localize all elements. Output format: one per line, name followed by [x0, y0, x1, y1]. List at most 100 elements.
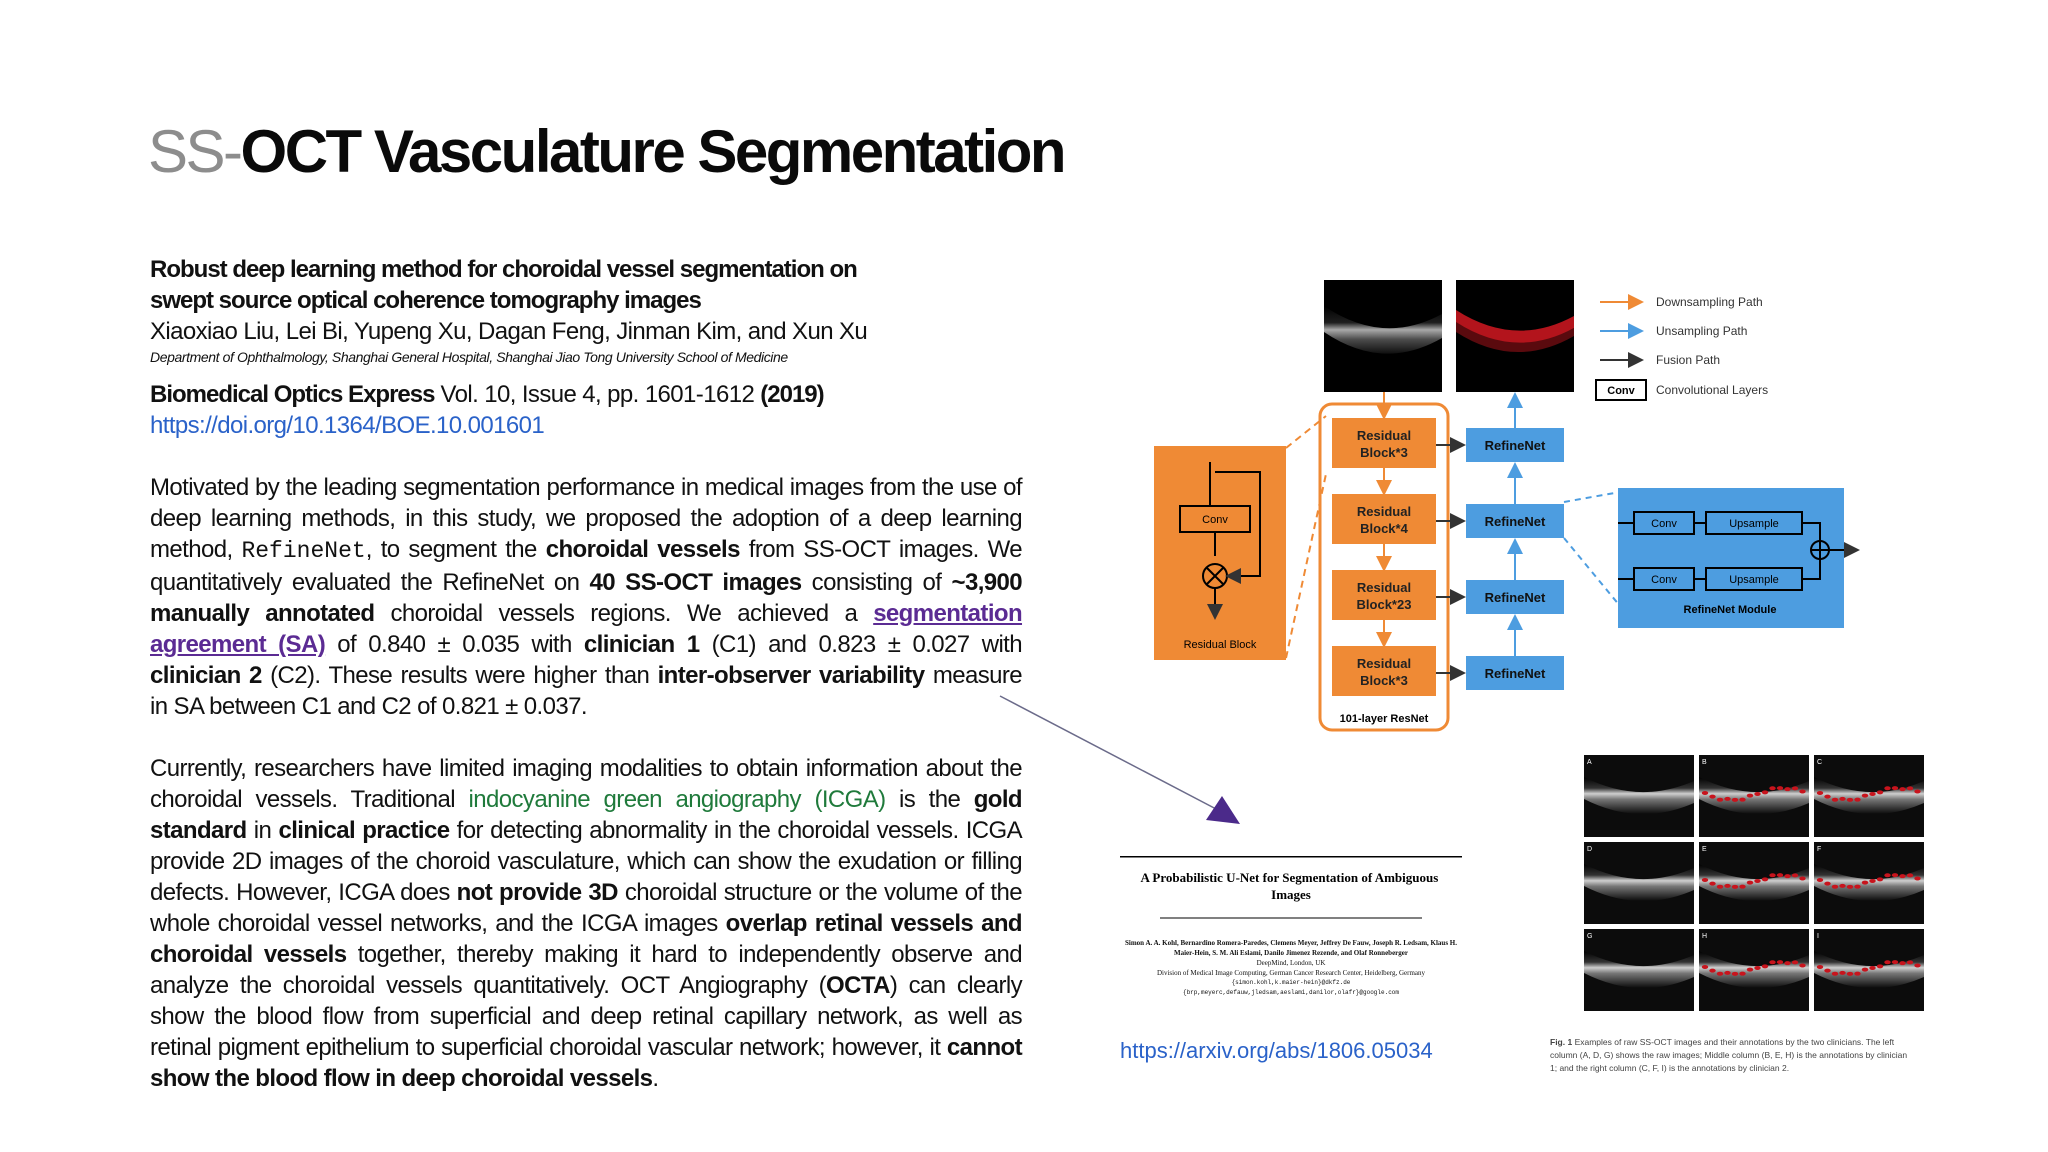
text-run: together, thereby making it hard to inde… — [150, 941, 1023, 999]
embedded-email-2: {brp,meyerc,defauw,jledsam,aeslami,danil… — [1182, 989, 1400, 996]
probabilistic-unet-paper-header: A Probabilistic U-Net for Segmentation o… — [1120, 856, 1462, 996]
refinenet-code: RefineNet — [241, 538, 366, 564]
bold-run: not provide 3D — [456, 879, 619, 906]
refinenet-1: RefineNet — [1485, 438, 1546, 453]
text-run: from SS-OCT images. We quantitatively ev… — [150, 536, 1023, 596]
refinenet-4: RefineNet — [1485, 666, 1546, 681]
text-run: Currently, researchers have limited imag… — [150, 755, 1023, 813]
embedded-authors: Simon A. A. Kohl, Bernardino Romera-Pare… — [1125, 939, 1457, 957]
embedded-paper-title: A Probabilistic U-Net for Segmentation o… — [1140, 870, 1441, 902]
text-run: choroidal vessels regions. We achieved a — [374, 600, 874, 627]
module-upsample-2: Upsample — [1729, 574, 1779, 586]
paper-affiliation: Department of Ophthalmology, Shanghai Ge… — [150, 349, 788, 365]
block-1: Residual — [1357, 428, 1411, 443]
text-run: consisting of — [801, 569, 952, 596]
module-upsample-1: Upsample — [1729, 518, 1779, 530]
legend-up: Unsampling Path — [1656, 324, 1747, 338]
text-run: for detecting abnormality in the choroid… — [150, 817, 1023, 906]
refinenet-2: RefineNet — [1485, 514, 1546, 529]
block-3: Residual — [1357, 580, 1411, 595]
residual-block-label: Residual Block — [1184, 639, 1257, 651]
output-segmentation-image — [1456, 280, 1574, 392]
figure-caption: Fig. 1 Examples of raw SS-OCT images and… — [1550, 1036, 1908, 1075]
bold-run: clinical practice — [278, 817, 450, 844]
text-run: . — [652, 1065, 659, 1092]
sa-link[interactable]: segmentation agreement (SA) — [150, 600, 1023, 658]
journal-name: Biomedical Optics Express — [150, 381, 435, 408]
refinenet-module: Conv Upsample Conv Upsample RefineNet Mo… — [1618, 488, 1860, 628]
bold-run: ~3,900 manually annotated — [150, 569, 1023, 627]
grid-cell: A — [1584, 755, 1694, 837]
bold-run: OCTA — [826, 972, 890, 999]
paragraph-2: Currently, researchers have limited imag… — [150, 753, 1023, 1094]
embedded-paper-title-line2: Images — [1271, 887, 1311, 902]
left-column: Robust deep learning method for choroida… — [150, 254, 1023, 1094]
text-run: of 0.840 ± 0.035 with — [325, 631, 584, 658]
embedded-email-1: {simon.kohl,k.maier-hein}@dkfz.de — [1231, 979, 1351, 986]
grid-cell: E — [1699, 842, 1809, 924]
grid-cell: B — [1699, 755, 1809, 837]
legend: Downsampling Path Unsampling Path Fusion… — [1595, 294, 1768, 401]
journal-year: (2019) — [760, 381, 824, 408]
input-oct-image — [1324, 280, 1442, 392]
doi-link[interactable]: https://doi.org/10.1364/BOE.10.001601 — [150, 412, 545, 439]
journal-volume: Vol. 10, Issue 4, pp. 1601-1612 — [434, 381, 761, 408]
bold-run: choroidal vessels — [545, 536, 741, 563]
title-main: OCT Vasculature Segmentation — [240, 118, 1067, 185]
grid-cell-label: C — [1817, 759, 1822, 766]
module-label: RefineNet Module — [1684, 604, 1777, 616]
module-conv-1: Conv — [1651, 518, 1677, 530]
embedded-affil-1: DeepMind, London, UK — [1256, 959, 1326, 967]
module-conv-2: Conv — [1651, 574, 1677, 586]
residual-block-detail: Conv Residual Block — [1154, 446, 1286, 660]
resnet-label: 101-layer ResNet — [1340, 713, 1429, 725]
grid-cell-label: H — [1702, 933, 1707, 940]
grid-cell-label: B — [1702, 759, 1707, 766]
grid-cell-label: D — [1587, 846, 1592, 853]
legend-fusion: Fusion Path — [1656, 353, 1720, 367]
grid-cell: F — [1814, 842, 1924, 924]
icga-term: indocyanine green angiography (ICGA) — [468, 786, 887, 813]
block-2: Residual — [1357, 504, 1411, 519]
grid-cell: C — [1814, 755, 1924, 837]
text-run: ) can clearly show the blood flow from s… — [150, 972, 1023, 1061]
title-prefix: SS- — [148, 118, 243, 185]
grid-cell: I — [1814, 929, 1924, 1011]
refinenet-architecture-diagram: Downsampling Path Unsampling Path Fusion… — [1154, 280, 1860, 732]
bold-run: clinician 1 — [583, 631, 700, 658]
embedded-affil-2: Division of Medical Image Computing, Ger… — [1156, 969, 1426, 977]
text-run: (C1) and 0.823 ± 0.027 with — [699, 631, 1023, 658]
caption-text: Examples of raw SS-OCT images and their … — [1550, 1037, 1908, 1073]
grid-cell-label: I — [1817, 933, 1819, 940]
caption-fig: Fig. 1 — [1550, 1037, 1573, 1047]
bold-run: cannot show the blood flow in deep choro… — [150, 1034, 1023, 1092]
refinenet-stack: RefineNet RefineNet RefineNet RefineNet — [1466, 428, 1564, 690]
bold-run: inter-observer variability — [657, 662, 925, 689]
block-4: Residual — [1357, 656, 1411, 671]
text-run: Motivated by the leading segmentation pe… — [150, 474, 1023, 563]
bold-run: clinician 2 — [150, 662, 262, 689]
bold-run: 40 SS-OCT images — [589, 569, 803, 596]
bold-run: overlap retinal vessels and choroidal ve… — [150, 910, 1023, 968]
grid-cell-label: E — [1702, 846, 1707, 853]
text-run: choroidal structure or the volume of the… — [150, 879, 1023, 937]
grid-cell: D — [1584, 842, 1694, 924]
arxiv-link[interactable]: https://arxiv.org/abs/1806.05034 — [1120, 1038, 1433, 1063]
block-2-line2: Block*4 — [1360, 521, 1408, 536]
grid-cell-label: A — [1587, 759, 1592, 766]
grid-cell: H — [1699, 929, 1809, 1011]
block-3-line2: Block*23 — [1357, 597, 1412, 612]
legend-conv-box: Conv — [1607, 385, 1635, 397]
grid-cell-label: G — [1587, 933, 1592, 940]
text-run: measure in SA between C1 and C2 of 0.821… — [150, 662, 1023, 720]
residual-conv-label: Conv — [1202, 514, 1228, 526]
legend-down: Downsampling Path — [1656, 295, 1763, 309]
paper-title-line2: swept source optical coherence tomograph… — [150, 287, 702, 314]
refinenet-3: RefineNet — [1485, 590, 1546, 605]
legend-conv-label: Convolutional Layers — [1656, 383, 1768, 397]
text-run: is the — [885, 786, 974, 813]
